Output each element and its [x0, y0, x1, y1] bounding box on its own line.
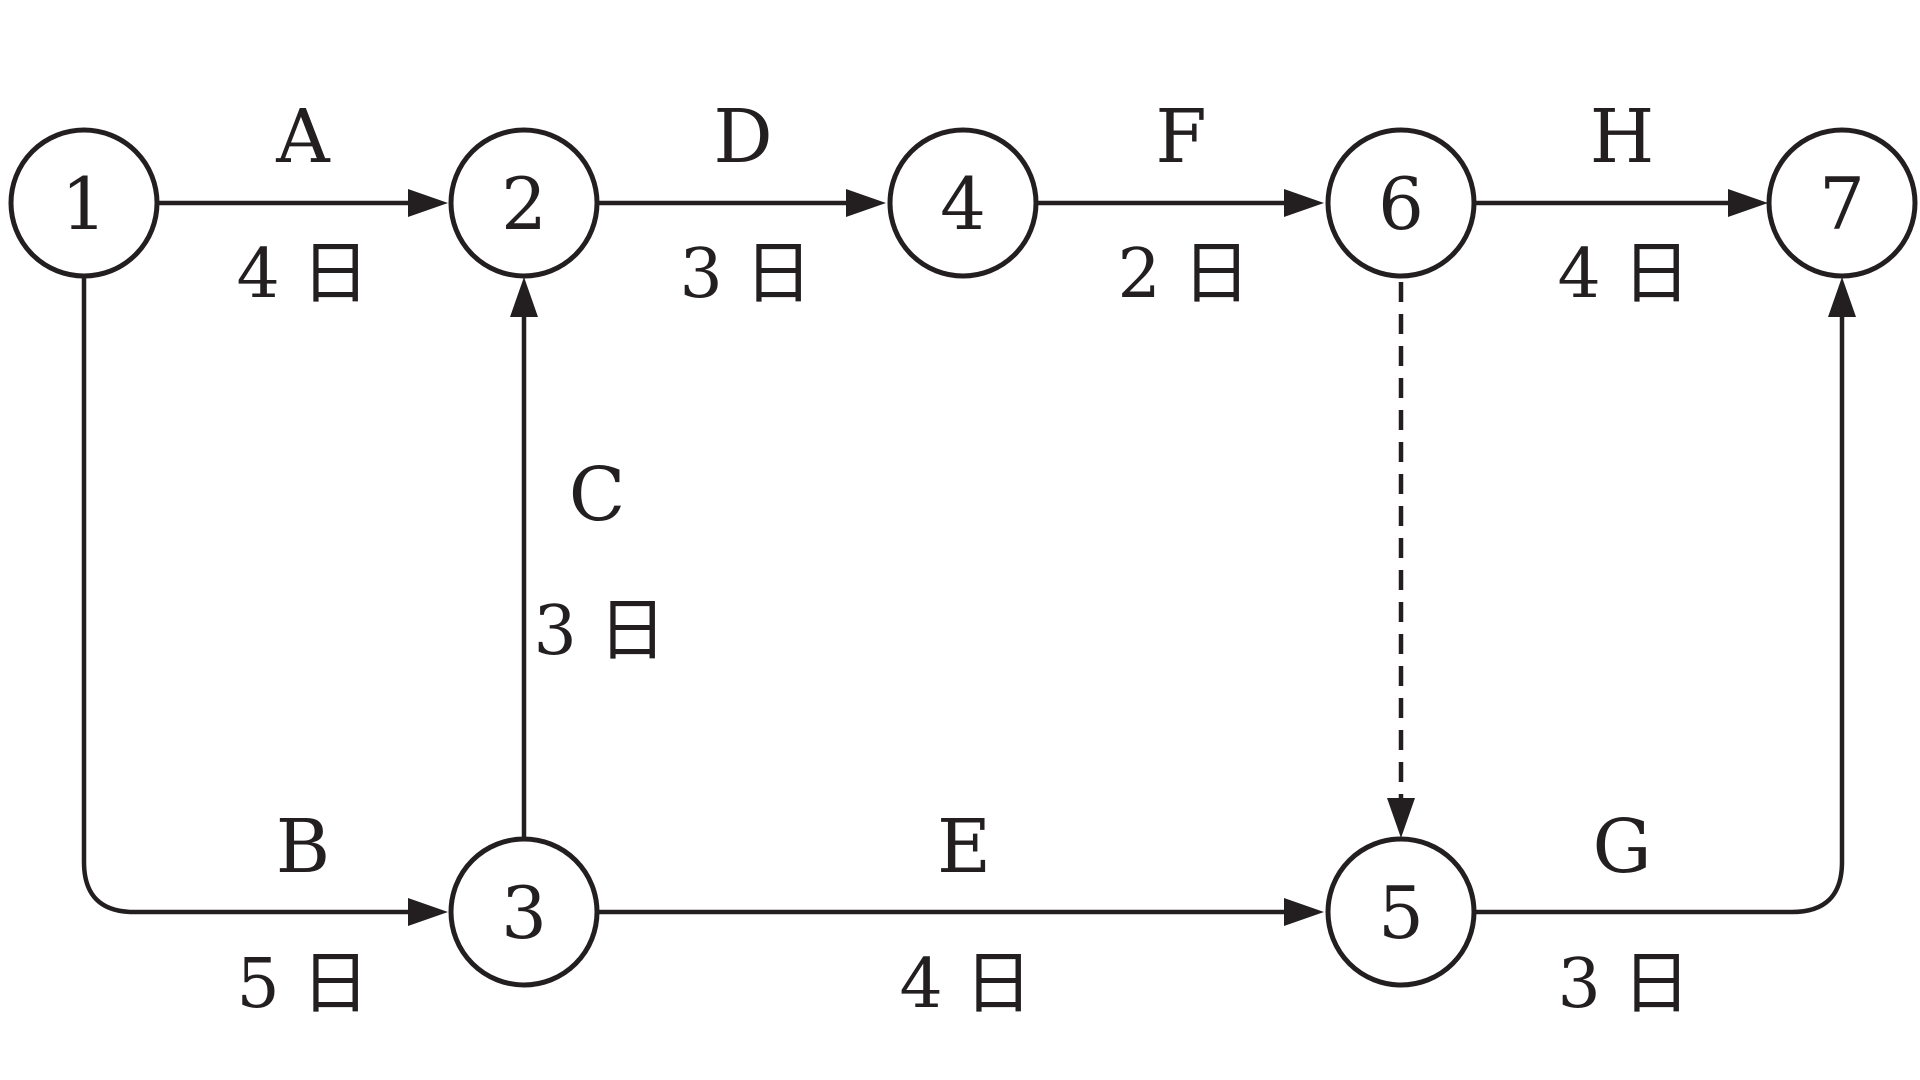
edge-duration: 5 日	[237, 945, 370, 1024]
edge-duration: 4 日	[1558, 235, 1691, 314]
edge-duration: 3 日	[1558, 945, 1691, 1024]
node-3: 3	[448, 836, 600, 988]
edge-name: C	[569, 452, 626, 538]
node-label: 3	[501, 871, 547, 955]
edge-name: B	[276, 804, 330, 890]
edge-duration: 3 日	[680, 235, 813, 314]
node-label: 2	[501, 162, 547, 246]
node-label: 6	[1378, 162, 1424, 246]
node-label: 4	[940, 162, 986, 246]
edge-C: C 3 日	[510, 277, 666, 838]
edge-name: H	[1590, 94, 1655, 180]
edge-name: D	[713, 94, 772, 180]
node-1: 1	[8, 127, 160, 279]
arrowhead-icon	[408, 898, 448, 926]
edge-duration: 2 日	[1118, 235, 1251, 314]
edge-B: B 5 日	[81, 277, 448, 1024]
arrowhead-icon	[1728, 189, 1768, 217]
node-4: 4	[887, 127, 1039, 279]
edge-duration: 3 日	[534, 592, 667, 671]
edge-dummy	[1387, 282, 1415, 838]
edge-name: G	[1592, 804, 1651, 890]
node-7: 7	[1766, 127, 1918, 279]
arrowhead-icon	[1284, 189, 1324, 217]
edge-name: E	[937, 804, 991, 890]
edge-F: F 2 日	[1037, 94, 1324, 314]
node-2: 2	[448, 127, 600, 279]
node-label: 7	[1819, 162, 1865, 246]
node-label: 5	[1378, 871, 1424, 955]
node-5: 5	[1325, 836, 1477, 988]
arrowhead-icon	[408, 189, 448, 217]
node-label: 1	[61, 162, 107, 246]
arrowhead-icon	[1828, 277, 1856, 317]
arrowhead-icon	[1284, 898, 1324, 926]
node-6: 6	[1325, 127, 1477, 279]
edge-A: A 4 日	[159, 94, 448, 314]
arrowhead-icon	[1387, 798, 1415, 838]
edge-E: E 4 日	[598, 804, 1324, 1024]
edge-H: H 4 日	[1474, 94, 1768, 314]
edge-name: A	[275, 94, 331, 180]
edge-name: F	[1155, 94, 1206, 180]
edge-G: G 3 日	[1474, 277, 1856, 1024]
edge-D: D 3 日	[598, 94, 886, 314]
edge-duration: 4 日	[237, 235, 370, 314]
arrowhead-icon	[846, 189, 886, 217]
edge-duration: 4 日	[900, 945, 1033, 1024]
arrowhead-icon	[510, 277, 538, 317]
